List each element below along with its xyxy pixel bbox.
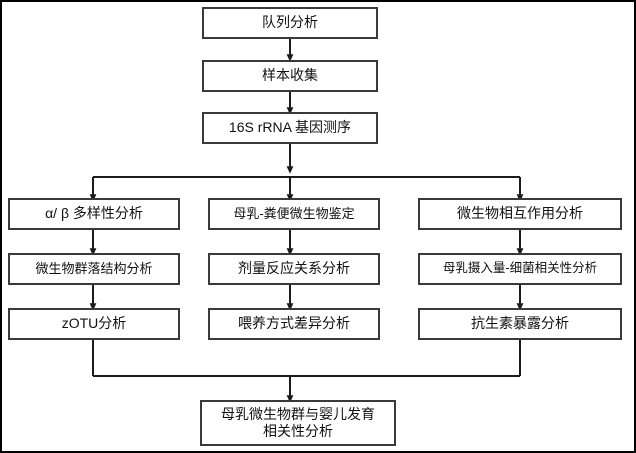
node-milk-intake-bacteria-correlation[interactable]: 母乳摄入量-细菌相关性分析 xyxy=(418,253,622,285)
node-zotu-analysis[interactable]: zOTU分析 xyxy=(8,308,180,340)
node-dose-response[interactable]: 剂量反应关系分析 xyxy=(208,253,380,285)
node-final-correlation[interactable]: 母乳微生物群与婴儿发育 相关性分析 xyxy=(200,400,396,446)
node-sample-collection[interactable]: 样本收集 xyxy=(202,60,378,92)
node-16s-rrna-sequencing[interactable]: 16S rRNA 基因测序 xyxy=(202,112,378,144)
node-microbe-interaction[interactable]: 微生物相互作用分析 xyxy=(418,198,622,230)
node-community-structure[interactable]: 微生物群落结构分析 xyxy=(8,253,180,285)
node-cohort-analysis[interactable]: 队列分析 xyxy=(202,7,378,39)
node-milk-stool-identification[interactable]: 母乳-粪便微生物鉴定 xyxy=(208,198,380,230)
node-feeding-mode-difference[interactable]: 喂养方式差异分析 xyxy=(208,308,380,340)
node-antibiotic-exposure[interactable]: 抗生素暴露分析 xyxy=(418,308,622,340)
node-diversity-analysis[interactable]: α/ β 多样性分析 xyxy=(8,198,180,230)
